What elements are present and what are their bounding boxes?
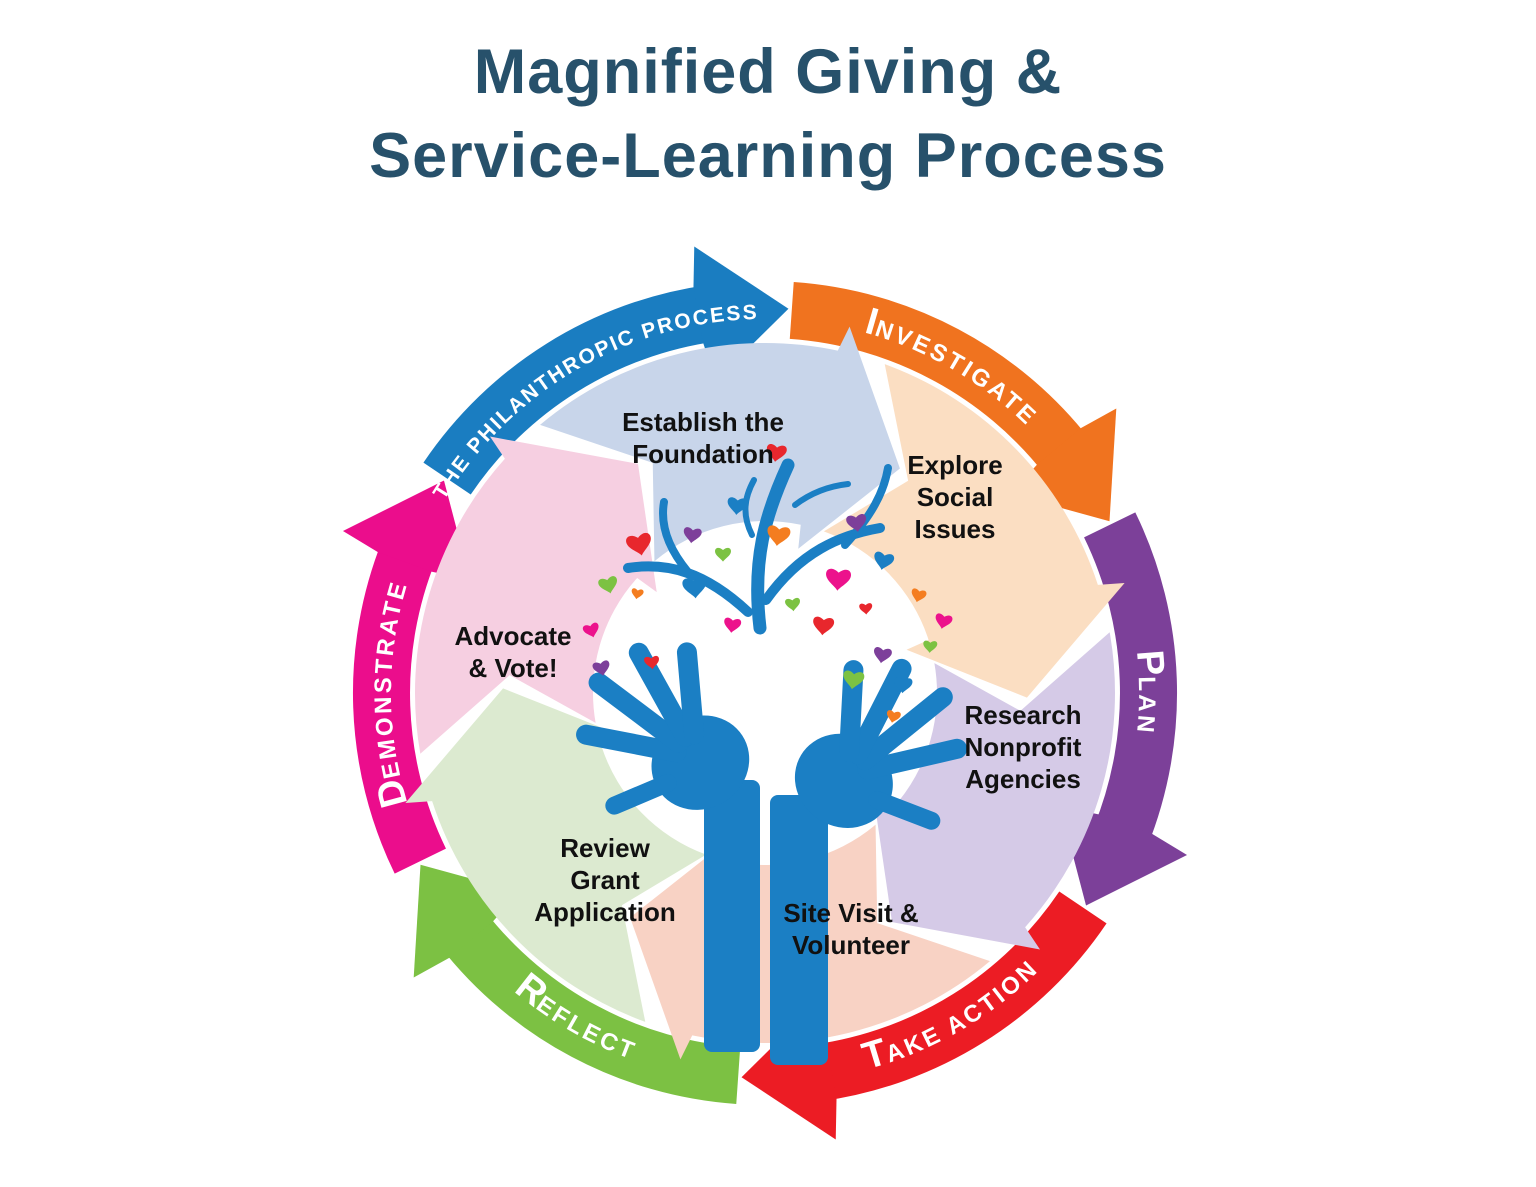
logo-branches <box>623 458 892 635</box>
right-wrist <box>770 795 828 1065</box>
step-label-establish-foundation: Establish the Foundation <box>622 407 784 469</box>
step-label-advocate-vote: Advocate & Vote! <box>454 621 572 683</box>
page-title-line2: Service-Learning Process <box>369 121 1167 191</box>
page-title: Magnified Giving & Service-Learning Proc… <box>0 30 1536 198</box>
step-label-research-nonprofit-agencies: Research Nonprofit Agencies <box>964 700 1082 794</box>
step-label-site-visit-volunteer: Site Visit & Volunteer <box>783 898 919 960</box>
step-label-explore-social-issues: Explore Social Issues <box>907 450 1003 544</box>
logo-hands <box>537 614 1005 1065</box>
step-label-review-grant-application: Review Grant Application <box>534 833 676 927</box>
left-wrist <box>704 780 760 1052</box>
page-title-line1: Magnified Giving & <box>473 37 1063 107</box>
magnified-giving-logo <box>537 443 1005 1065</box>
